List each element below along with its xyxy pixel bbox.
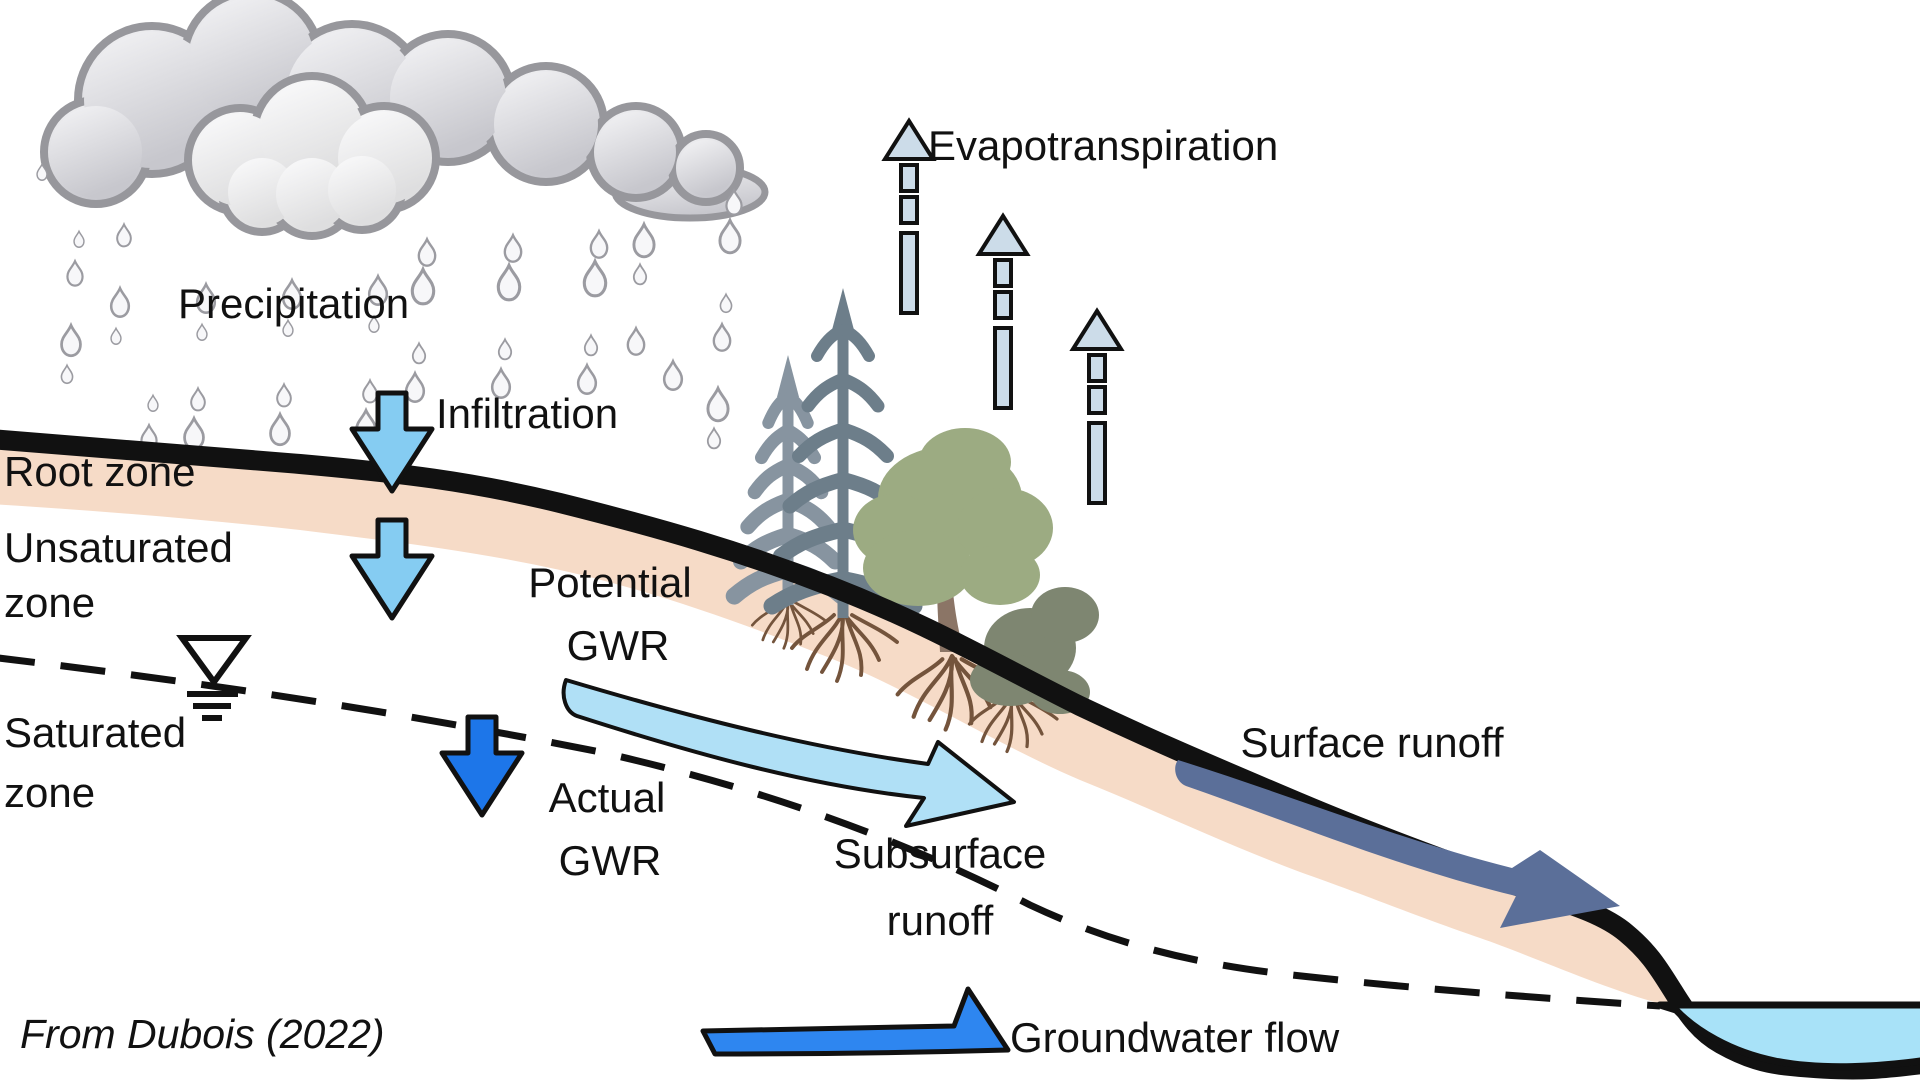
evapotranspiration-arrow-icon [1069, 307, 1125, 505]
figure-credit: From Dubois (2022) [20, 1011, 385, 1057]
actual-gwr-label: Actual [549, 774, 666, 821]
actual-gwr-arrow [439, 714, 525, 818]
evapotranspiration-arrow-icon [975, 212, 1031, 410]
surface-runoff-label: Surface runoff [1240, 719, 1503, 766]
surface-runoff-arrow [1175, 760, 1620, 928]
subsurface-runoff-arrow [561, 678, 1016, 828]
actual-gwr-label: GWR [559, 837, 662, 884]
rain-cloud-icon [40, 0, 769, 240]
root-zone-label: Root zone [4, 448, 195, 495]
evapotranspiration-label: Evapotranspiration [928, 122, 1278, 169]
tree-roots-icon [750, 598, 1059, 754]
evapotranspiration-arrow-icon [881, 117, 937, 315]
subsurface-runoff-label: Subsurface [834, 830, 1046, 877]
unsaturated-zone-label: zone [4, 579, 95, 626]
root-zone-band [0, 439, 1678, 1008]
water-table-symbol [176, 635, 252, 721]
precipitation-label: Precipitation [178, 280, 409, 327]
unsaturated-zone-label: Unsaturated [4, 524, 233, 571]
subsurface-runoff-label: runoff [887, 897, 994, 944]
groundwater-flow-label: Groundwater flow [1010, 1014, 1340, 1061]
potential-gwr-arrow [349, 517, 435, 621]
potential-gwr-label: GWR [567, 622, 670, 669]
infiltration-arrow [349, 390, 435, 494]
water-table-dashed-line [0, 654, 1661, 1010]
potential-gwr-label: Potential [528, 559, 691, 606]
groundwater-flow-arrow [700, 986, 1011, 1057]
stream-water [1656, 1001, 1920, 1071]
saturated-zone-label: Saturated [4, 709, 186, 756]
infiltration-label: Infiltration [436, 390, 618, 437]
saturated-zone-label: zone [4, 769, 95, 816]
